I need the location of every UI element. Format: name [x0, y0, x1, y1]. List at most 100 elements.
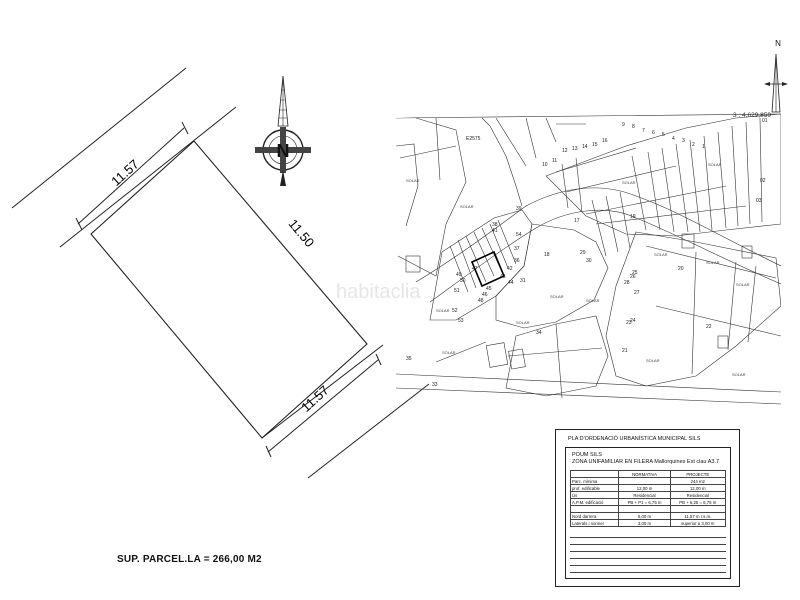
svg-text:SOLAR: SOLAR [706, 260, 720, 265]
dimension-tick [75, 217, 83, 231]
svg-text:43: 43 [500, 274, 506, 280]
svg-text:SOLAR: SOLAR [550, 294, 564, 299]
plot-outline [90, 140, 368, 439]
table-cell: 6,00 m [618, 512, 671, 520]
cadastral-map: E2575 41 42 43 44 45 46 47 48 49 50 51 5… [396, 113, 781, 405]
table-row: Parc. mínima 244 m2 [569, 477, 727, 485]
svg-text:22: 22 [706, 324, 712, 330]
table-cell: superior a 3,00 m [669, 519, 727, 527]
map-scale-label: 3 : 4,629,859 [733, 112, 771, 119]
svg-text:SOLAR: SOLAR [460, 204, 474, 209]
zoning-blank-line [570, 567, 726, 573]
svg-text:31: 31 [520, 278, 526, 284]
zoning-table-title: PLA D'ORDENACIÓ URBANÍSTICA MUNICIPAL SI… [568, 436, 701, 442]
table-cell: Residencial [669, 491, 727, 499]
svg-text:SOLAR: SOLAR [654, 252, 668, 257]
zoning-table: PLA D'ORDENACIÓ URBANÍSTICA MUNICIPAL SI… [555, 429, 740, 587]
svg-text:SOLAR: SOLAR [646, 358, 660, 363]
zoning-header-cell: NORMATIVA [618, 470, 671, 478]
svg-text:02: 02 [760, 178, 766, 184]
table-cell [669, 505, 727, 513]
north-arrow-icon [255, 75, 311, 186]
svg-text:3: 3 [682, 138, 685, 144]
table-cell [618, 477, 671, 485]
svg-text:52: 52 [452, 308, 458, 314]
zoning-grid-header: NORMATIVA PROJECTE [569, 470, 727, 478]
table-cell: 12,00 m [618, 484, 671, 492]
table-row: Nord darrera 6,00 m 11,57 m r.s.m. [569, 512, 727, 520]
map-block-labels: SOLAR SOLAR SOLAR SOLAR SOLAR SOLAR SOLA… [406, 162, 750, 377]
svg-text:41: 41 [492, 228, 498, 234]
zoning-grid: NORMATIVA PROJECTE Parc. mínima 244 m2 p… [569, 470, 727, 527]
svg-text:18: 18 [544, 252, 550, 258]
svg-text:5: 5 [662, 132, 665, 138]
dimension-tick [181, 121, 189, 135]
north-letter: N [277, 141, 290, 161]
zoning-blank-line [570, 553, 726, 559]
svg-text:8: 8 [632, 124, 635, 130]
plot-area-label: SUP. PARCEL.LA = 266,00 M2 [117, 554, 262, 565]
zoning-header-cell: PROJECTE [669, 470, 727, 478]
svg-text:16: 16 [602, 138, 608, 144]
svg-text:36: 36 [514, 258, 520, 264]
table-row [569, 505, 727, 513]
svg-text:13: 13 [572, 146, 578, 152]
svg-text:25: 25 [632, 270, 638, 276]
zoning-poum: POUM SILS [572, 452, 602, 458]
svg-text:42: 42 [507, 266, 513, 272]
svg-text:54: 54 [516, 232, 522, 238]
svg-text:6: 6 [652, 130, 655, 136]
table-cell [569, 505, 620, 513]
svg-text:47: 47 [472, 266, 478, 272]
table-cell: prof. edificable [569, 484, 620, 492]
street-line [307, 383, 430, 479]
zoning-blank-line [570, 546, 726, 552]
svg-text:SOLAR: SOLAR [406, 178, 420, 183]
dimension-right-label: 11.50 [286, 216, 318, 250]
table-cell: Nord darrera [569, 512, 620, 520]
table-cell: Ús [569, 491, 620, 499]
street-line [261, 344, 384, 439]
svg-text:03: 03 [756, 198, 762, 204]
svg-text:1: 1 [702, 144, 705, 150]
table-cell: Residencial [618, 491, 671, 499]
svg-text:44: 44 [508, 280, 514, 286]
highlighted-plot [470, 250, 506, 288]
svg-text:SOLAR: SOLAR [442, 350, 456, 355]
map-north-arrow-icon [764, 53, 788, 113]
street-line [11, 67, 187, 209]
svg-text:35: 35 [406, 356, 412, 362]
zoning-blank-line [570, 560, 726, 566]
svg-text:29: 29 [580, 250, 586, 256]
svg-text:14: 14 [582, 144, 588, 150]
svg-text:SOLAR: SOLAR [732, 372, 746, 377]
table-cell: 3,00 m [618, 519, 671, 527]
zoning-zone: ZONA UNIFAMILIAR EN FILERA Mallorquines … [572, 459, 720, 465]
zoning-blank-line [570, 532, 726, 538]
dimension-bottom-label: 11.57 [298, 383, 332, 415]
svg-text:21: 21 [622, 348, 628, 354]
svg-text:33: 33 [432, 382, 438, 388]
table-cell: PB + P1 = 6,75 m [618, 498, 671, 506]
table-cell [618, 505, 671, 513]
svg-text:E2575: E2575 [466, 136, 481, 142]
svg-text:01: 01 [762, 118, 768, 124]
svg-text:10: 10 [542, 162, 548, 168]
svg-text:SOLAR: SOLAR [736, 282, 750, 287]
zoning-table-inner: POUM SILS ZONA UNIFAMILIAR EN FILERA Mal… [565, 447, 731, 579]
svg-text:SOLAR: SOLAR [516, 320, 530, 325]
table-cell: 12,00 m [669, 484, 727, 492]
svg-text:51: 51 [454, 288, 460, 294]
svg-text:24: 24 [630, 318, 636, 324]
zoning-header-cell [569, 470, 620, 478]
svg-text:48: 48 [478, 298, 484, 304]
svg-text:17: 17 [574, 218, 580, 224]
svg-text:15: 15 [592, 142, 598, 148]
svg-text:23: 23 [626, 320, 632, 326]
dimension-line-bottom [267, 359, 379, 453]
svg-text:27: 27 [634, 290, 640, 296]
svg-text:26: 26 [630, 274, 636, 280]
watermark: habitaclia [336, 281, 421, 303]
table-row: Ús Residencial Residencial [569, 491, 727, 499]
